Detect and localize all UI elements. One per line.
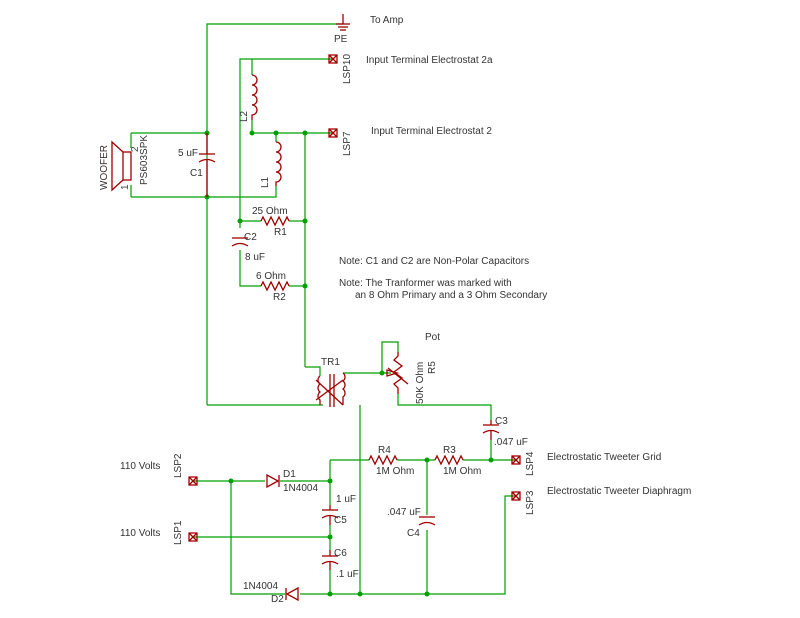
- ps603spk-label: PS603SPK: [139, 135, 150, 185]
- c3-capacitor: [482, 420, 500, 440]
- c1-capacitor: [198, 133, 216, 197]
- tweeter-grid-label: Electrostatic Tweeter Grid: [547, 452, 661, 463]
- d2-value: 1N4004: [243, 581, 278, 592]
- pe-label: PE: [334, 34, 348, 45]
- wires: [130, 23, 516, 595]
- note-capacitors: Note: C1 and C2 are Non-Polar Capacitors: [339, 256, 529, 267]
- r5-label: R5: [427, 361, 438, 374]
- r2-value: 6 Ohm: [256, 271, 286, 282]
- terminal-lsp3: [511, 491, 521, 501]
- 110v-top-label: 110 Volts: [120, 461, 160, 472]
- r1-label: R1: [274, 227, 287, 238]
- c1-value: 5 uF: [178, 148, 198, 159]
- speaker-pin2-label: 2: [130, 146, 141, 152]
- lsp7-label: LSP7: [342, 131, 353, 156]
- r3-resistor: [434, 454, 464, 466]
- c6-value: .1 uF: [336, 569, 359, 580]
- c1-label: C1: [190, 168, 203, 179]
- woofer-label: WOOFER: [99, 145, 110, 190]
- r4-label: R4: [378, 445, 391, 456]
- 110v-bottom-label: 110 Volts: [120, 528, 160, 539]
- r3-value: 1M Ohm: [443, 466, 481, 477]
- pot-label: Pot: [425, 332, 440, 343]
- l1-label: L1: [260, 176, 271, 188]
- term-2-label: Input Terminal Electrostat 2: [371, 126, 492, 137]
- l2-label: L2: [239, 110, 250, 122]
- r5-potentiometer: [386, 352, 409, 394]
- c4-capacitor: [418, 516, 436, 526]
- r3-label: R3: [443, 445, 456, 456]
- terminal-lsp4: [511, 455, 521, 465]
- d1-label: D1: [283, 469, 296, 480]
- d1-value: 1N4004: [283, 483, 318, 494]
- d2-label: D2: [271, 594, 284, 605]
- terminal-lsp10: [328, 54, 338, 64]
- note-transformer-line2: an 8 Ohm Primary and a 3 Ohm Secondary: [355, 290, 547, 301]
- r1-value: 25 Ohm: [252, 206, 288, 217]
- woofer-speaker-symbol: [111, 140, 132, 192]
- terminal-lsp1: [188, 532, 198, 542]
- note-transformer-line1: Note: The Tranformer was marked with: [339, 278, 512, 289]
- pe-ground-symbol: [336, 14, 350, 31]
- tr1-transformer: [315, 372, 346, 407]
- c6-label: C6: [334, 548, 347, 559]
- c2-value: 8 uF: [245, 252, 265, 263]
- c2-capacitor: [231, 237, 249, 247]
- c5-label: C5: [334, 515, 347, 526]
- c2-label: C2: [244, 232, 257, 243]
- c5-value: 1 uF: [336, 494, 356, 505]
- d2-diode: [285, 586, 299, 602]
- lsp2-label: LSP2: [173, 453, 184, 478]
- terminal-lsp7: [328, 128, 338, 138]
- r4-value: 1M Ohm: [376, 466, 414, 477]
- tr1-label: TR1: [321, 357, 340, 368]
- c3-value: .047 uF: [494, 437, 528, 448]
- d1-diode: [266, 473, 280, 489]
- lsp3-label: LSP3: [525, 490, 536, 515]
- term-2a-label: Input Terminal Electrostat 2a: [366, 55, 493, 66]
- lsp10-label: LSP10: [342, 54, 353, 84]
- c6-capacitor: [321, 550, 339, 570]
- r2-label: R2: [273, 292, 286, 303]
- lsp1-label: LSP1: [173, 520, 184, 545]
- r1-resistor: [260, 215, 290, 227]
- r5-value: 50K Ohm: [415, 362, 426, 404]
- c4-value: .047 uF: [387, 507, 421, 518]
- terminal-lsp2: [188, 476, 198, 486]
- speaker-pin1-label: 1: [120, 184, 131, 190]
- to-amp-label: To Amp: [370, 15, 404, 26]
- c3-label: C3: [495, 416, 508, 427]
- c5-capacitor: [321, 505, 339, 525]
- c4-label: C4: [407, 528, 420, 539]
- l2-inductor: [251, 74, 258, 120]
- junctions: [204, 130, 494, 597]
- lsp4-label: LSP4: [525, 451, 536, 476]
- tweeter-diaphragm-label: Electrostatic Tweeter Diaphragm: [547, 486, 691, 497]
- l1-inductor: [275, 141, 282, 186]
- r2-resistor: [260, 280, 290, 292]
- r4-resistor: [368, 454, 398, 466]
